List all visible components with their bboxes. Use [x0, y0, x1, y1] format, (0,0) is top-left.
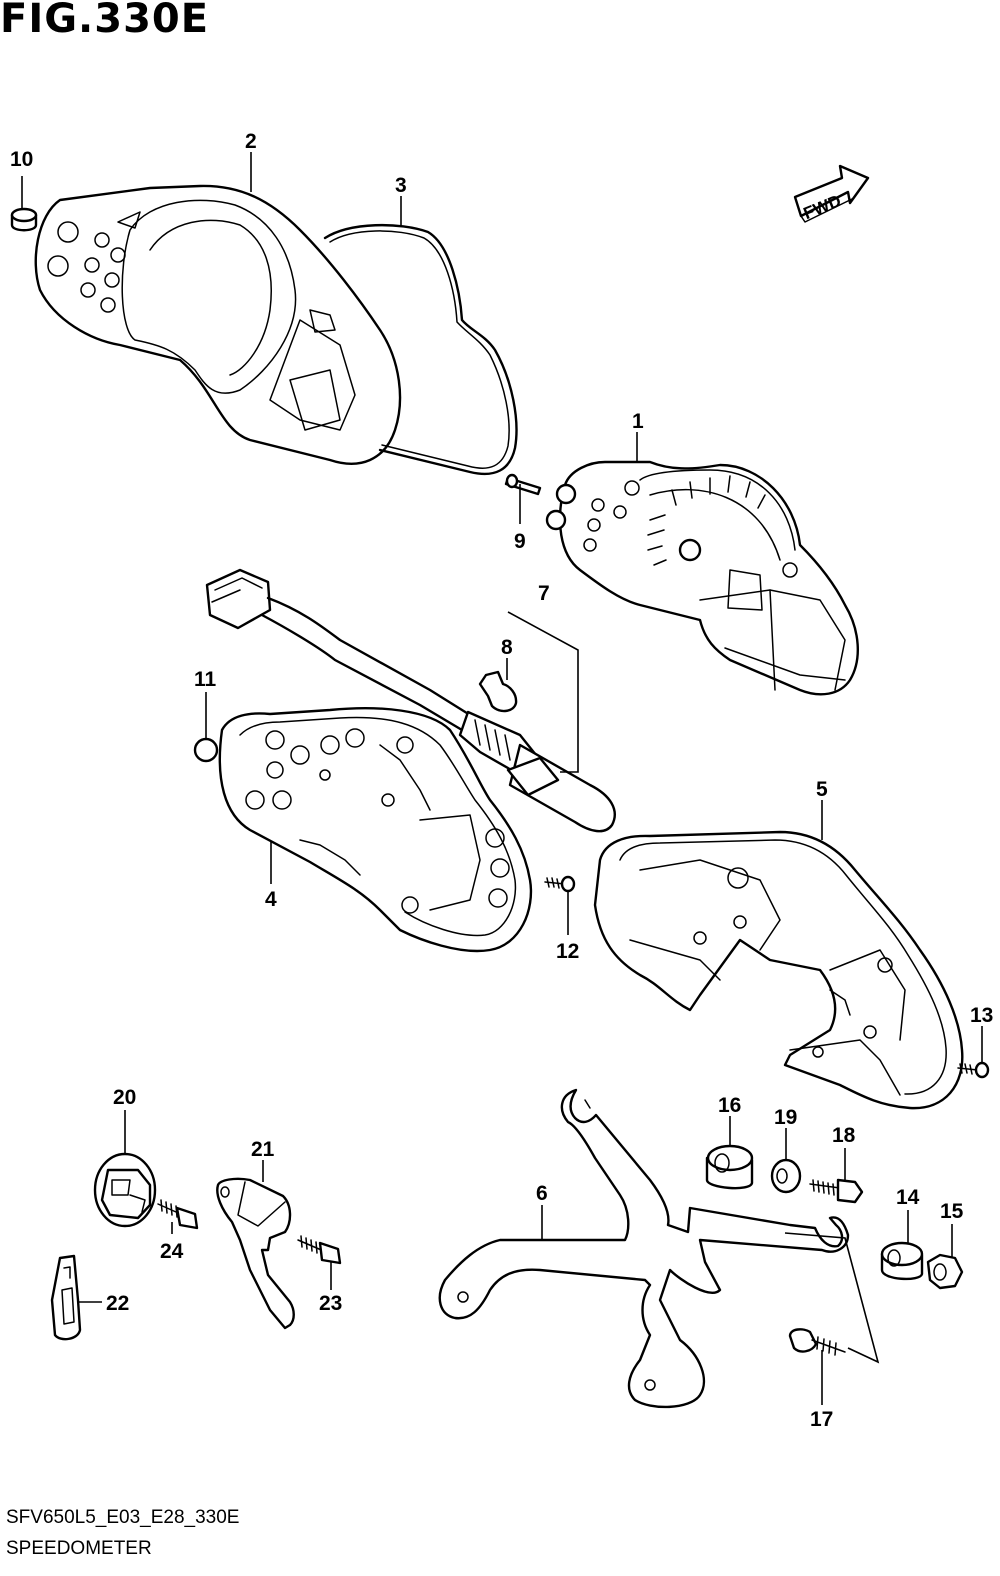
cushion-part-16: [705, 1144, 754, 1190]
bracket-part: [438, 1088, 850, 1409]
screw-part-23: [297, 1235, 342, 1265]
part-number-label: 5: [816, 778, 828, 801]
bolt-part-17: [788, 1328, 846, 1356]
part-number-label: 12: [556, 940, 579, 963]
leader-lines: [21, 152, 983, 1405]
nut-part-15: [926, 1253, 964, 1290]
screw-part-24: [157, 1199, 199, 1230]
part-number-label: 6: [536, 1182, 548, 1205]
diagram-name: SPEEDOMETER: [6, 1538, 152, 1559]
part-number-label: 9: [514, 530, 526, 553]
part-number-label: 1: [632, 410, 644, 433]
meter-visor-part: [34, 184, 402, 465]
part-number-label: 7: [538, 582, 550, 605]
lower-case-part: [218, 707, 533, 953]
part-number-label: 13: [970, 1004, 993, 1027]
part-number-label: 21: [251, 1138, 275, 1161]
part-number-label: 18: [832, 1124, 856, 1147]
switch-part-21: [216, 1177, 295, 1330]
bolt-part-18: [809, 1178, 864, 1204]
grommet-part-20: [93, 1152, 157, 1228]
part-reference-numbers: 1 2 3 4 5 6 7 8 9 10 11 12 13 14 15 16 1…: [10, 130, 993, 1431]
part-number-label: 8: [501, 636, 513, 659]
cap-part-10: [10, 207, 38, 232]
wiring-harness-part: [205, 568, 616, 833]
fwd-arrow-icon: FWD: [793, 164, 870, 223]
part-number-label: 10: [10, 148, 33, 171]
figure-title: FIG.330E: [0, 0, 210, 42]
speedometer-assembly-part: [545, 460, 859, 696]
part-number-label: 16: [718, 1094, 741, 1117]
part-number-label: 19: [774, 1106, 797, 1129]
screw-part-12: [544, 875, 576, 893]
part-number-label: 17: [810, 1408, 833, 1431]
part-number-label: 2: [245, 130, 257, 153]
pin-part-9: [504, 473, 542, 496]
diagram-code: SFV650L5_E03_E28_330E: [6, 1507, 240, 1528]
part-number-label: 4: [265, 888, 277, 911]
clamp-part-8: [478, 670, 518, 713]
part-number-label: 24: [160, 1240, 184, 1263]
part-number-label: 14: [896, 1186, 920, 1209]
screw-part-13: [957, 1061, 990, 1079]
part-number-label: 15: [940, 1200, 964, 1223]
washer-part-19: [770, 1158, 802, 1194]
gasket-part: [323, 223, 518, 476]
cap-part-11: [193, 737, 219, 763]
clip-part-22: [50, 1254, 82, 1341]
cushion-part-14: [880, 1241, 924, 1281]
part-number-label: 11: [194, 668, 217, 691]
part-number-label: 20: [113, 1086, 136, 1109]
part-number-label: 3: [395, 174, 407, 197]
part-number-label: 23: [319, 1292, 342, 1315]
part-number-label: 22: [106, 1292, 129, 1315]
rear-cover-part: [593, 830, 964, 1110]
